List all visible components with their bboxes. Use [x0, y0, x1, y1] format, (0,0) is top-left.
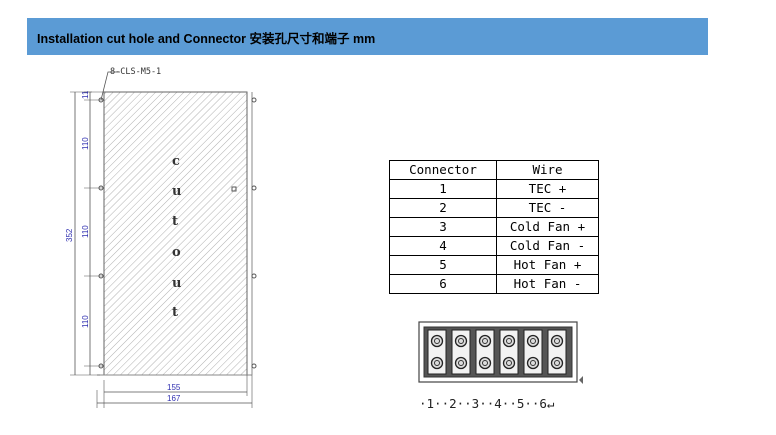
cutout-letter: u [172, 184, 181, 199]
mounting-hole [251, 363, 257, 369]
cutout-letter: t [172, 214, 178, 229]
terminal-number: ·4· [486, 396, 510, 411]
dim-seg3: 110 [81, 315, 90, 328]
terminal-numbers: ·1··2··3··4··5··6↵ [419, 396, 554, 411]
table-header-wire: Wire [496, 160, 599, 180]
dim-inner-width: 155 [167, 383, 181, 392]
cutout-letter: o [172, 245, 181, 260]
section-header: Installation cut hole and Connector 安装孔尺… [27, 18, 708, 55]
terminal-number: ·6↵ [531, 396, 555, 411]
terminal-block [418, 321, 583, 384]
terminal-number: ·3· [464, 396, 487, 411]
terminal-number: ·5· [509, 396, 532, 411]
dim-top-small: 11 [81, 90, 90, 99]
table-header-connector: Connector [389, 160, 497, 180]
section-title: Installation cut hole and Connector 安装孔尺… [37, 32, 376, 46]
cutout-letter: c [172, 154, 180, 169]
table-header-row: Connector Wire [389, 160, 599, 180]
dim-outer-width: 167 [167, 394, 181, 403]
dim-seg1: 110 [81, 137, 90, 150]
mounting-hole [251, 273, 257, 279]
mounting-hole [231, 186, 237, 192]
terminal-number: ·1· [419, 396, 442, 411]
terminal-number: ·2· [441, 396, 465, 411]
cutout-panel [103, 91, 248, 376]
cutout-letter: u [172, 276, 181, 291]
dim-total-height: 352 [65, 228, 74, 242]
callout-label: 8-CLS-M5-1 [110, 67, 161, 77]
dim-seg2: 110 [81, 225, 90, 238]
cutout-letter: t [172, 305, 178, 320]
mounting-hole [251, 97, 257, 103]
mounting-hole [251, 185, 257, 191]
